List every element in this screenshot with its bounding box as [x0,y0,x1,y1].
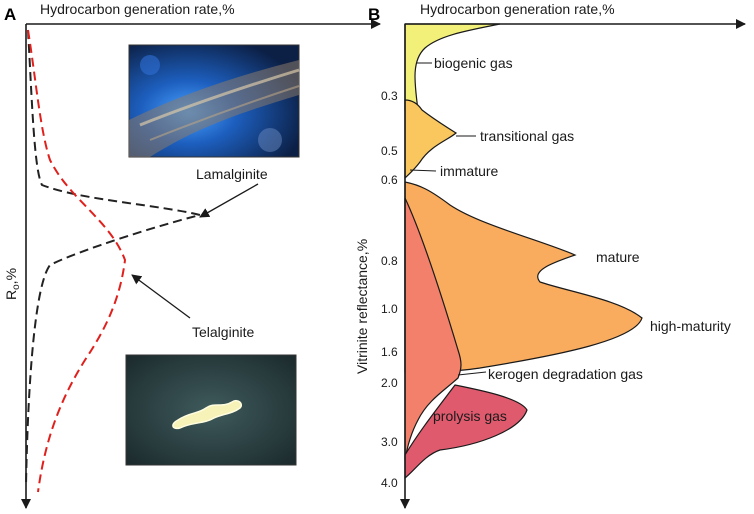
panel-b-x-axis-title: Hydrocarbon generation rate,% [420,1,615,17]
biogenic-gas-label: biogenic gas [434,55,513,71]
telalginite-micrograph [125,354,297,466]
lamalginite-label: Lamalginite [196,166,268,182]
kerogen-degradation-label: kerogen degradation gas [488,366,643,382]
kerogen-leader [457,371,487,376]
tick-1-6: 1.6 [381,345,398,359]
panel-a-x-axis-title: Hydrocarbon generation rate,% [40,1,235,17]
tick-0-6: 0.6 [381,173,398,187]
panel-b-ticks: 0.3 0.5 0.6 0.8 1.0 1.6 2.0 3.0 4.0 [381,89,398,490]
panel-b-y-axis-title: Vitrinite reflectance,% [354,239,370,374]
transitional-gas-label: transitional gas [480,128,574,144]
prolysis-gas-label: prolysis gas [433,408,507,424]
high-maturity-label: high-maturity [650,318,731,334]
telalginite-curve [27,29,127,493]
biogenic-gas-zone [404,23,501,111]
telalginite-label: Telalginite [192,324,254,340]
mature-label: mature [596,249,640,265]
immature-label: immature [440,163,499,179]
prolysis-gas-zone [404,384,528,480]
panel-a-y-axis-title: Ro,% [3,268,22,300]
lamalginite-micrograph [128,44,300,158]
telalginite-arrow [131,274,191,319]
tick-3-0: 3.0 [381,435,398,449]
tick-0-3: 0.3 [381,89,398,103]
panel-b-letter: B [368,5,380,24]
tick-0-5: 0.5 [381,144,398,158]
immature-leader [409,169,437,172]
tick-1-0: 1.0 [381,302,398,316]
tick-4-0: 4.0 [381,476,398,490]
lamalginite-curve [25,29,201,486]
panel-a-letter: A [4,5,16,24]
tick-0-8: 0.8 [381,254,398,268]
lamalginite-arrow [199,183,259,218]
mature-oil-zone [404,181,643,373]
tick-2-0: 2.0 [381,376,398,390]
